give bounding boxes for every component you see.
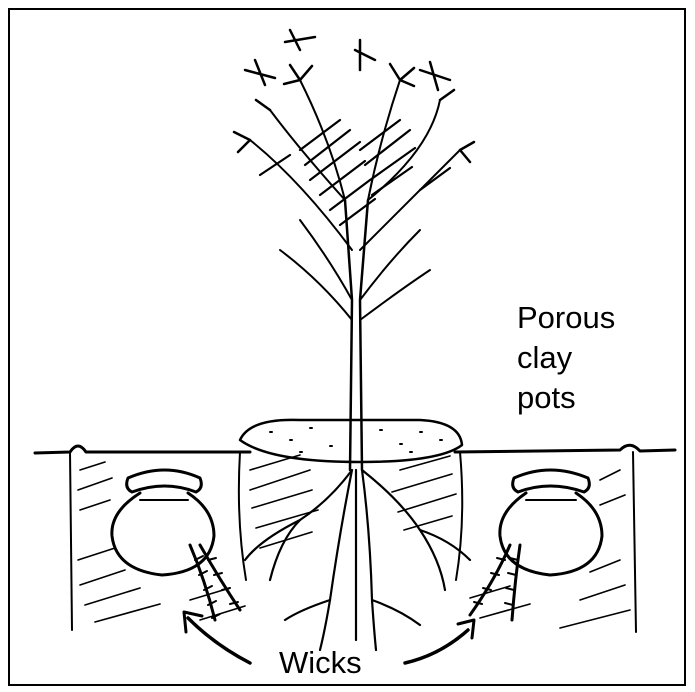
arrow-icon-left xyxy=(184,612,250,663)
soil-hatching xyxy=(78,455,630,628)
label-line: Porous xyxy=(517,298,615,338)
porous-clay-pots-label: Porous clay pots xyxy=(517,298,615,418)
tree-roots xyxy=(245,470,470,650)
wicks-label: Wicks xyxy=(279,643,362,683)
mound-dots xyxy=(270,428,442,452)
wick-rope-icon-right xyxy=(470,545,520,620)
label-line: pots xyxy=(517,378,615,418)
tree-icon xyxy=(234,30,474,470)
arrow-icon-right xyxy=(405,620,474,663)
wick-rope-icon-left xyxy=(190,545,240,620)
label-line: clay xyxy=(517,338,615,378)
